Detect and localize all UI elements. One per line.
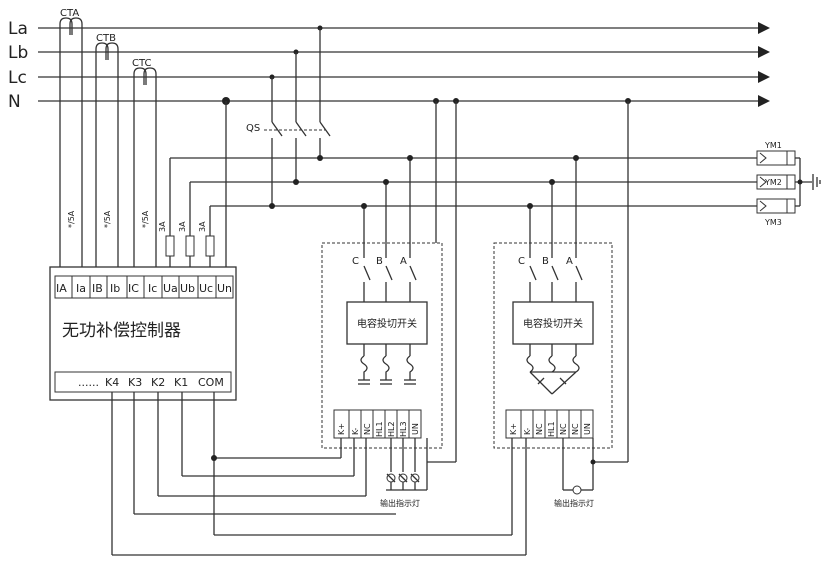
fuse-ub-rating: 3A xyxy=(178,221,187,232)
bus-label-la: La xyxy=(8,19,28,39)
switch-unit-1-title: 电容投切开关 xyxy=(357,317,417,330)
ct-b-coil xyxy=(95,42,119,60)
switch-unit-1-terminal-5: HL2 xyxy=(387,421,396,437)
switch-unit-2-terminal-7: UN xyxy=(583,423,592,435)
switch-unit-1-phase-c: C xyxy=(352,256,359,267)
bus-label-lb: Lb xyxy=(8,43,28,63)
bus-label-lc: Lc xyxy=(8,68,27,88)
terminal-ic: IC xyxy=(128,282,139,295)
ground-icon xyxy=(795,157,821,207)
switch-unit-2-capacitors xyxy=(526,344,580,395)
switch-unit-2-phase-b: B xyxy=(542,256,549,267)
terminal-uc: Uc xyxy=(199,282,213,295)
switch-unit-1-frame xyxy=(321,242,443,449)
switch-unit-1-capacitors xyxy=(358,344,416,385)
indicator-ym3-label: YM3 xyxy=(764,218,782,227)
terminal-ua: Ua xyxy=(163,282,178,295)
switch-unit-1-terminal-4: HL1 xyxy=(375,421,384,437)
ct-a-rating: */5A xyxy=(67,210,76,228)
indicator-ym1-label: YM1 xyxy=(764,141,782,150)
switch-unit-1-lamp-label: 输出指示灯 xyxy=(380,498,420,508)
terminal-ib: IB xyxy=(92,282,103,295)
output-k3: K3 xyxy=(128,376,142,389)
switch-unit-2-frame xyxy=(493,242,613,449)
bus-lc-arrow xyxy=(758,71,770,83)
switch-unit-1-module xyxy=(346,301,428,345)
switch-unit-1-terminal-2: K- xyxy=(351,428,360,435)
neutral-returns xyxy=(427,98,631,465)
switch-unit-2-module xyxy=(512,301,594,345)
switch-unit-2-lamp xyxy=(562,438,594,495)
output-k2: K2 xyxy=(151,376,165,389)
switch-unit-1-terminal-1: K+ xyxy=(337,423,346,435)
switch-unit-2-terminal-2: K- xyxy=(523,428,532,435)
fuse-uc-rating: 3A xyxy=(198,221,207,232)
bus-lb-arrow xyxy=(758,46,770,58)
output-com: COM xyxy=(198,376,224,389)
terminal-ub: Ub xyxy=(180,282,195,295)
ct-a-label: CTA xyxy=(60,8,79,19)
phase-feeders xyxy=(169,155,757,276)
switch-unit-1-phase-a: A xyxy=(400,256,407,267)
bus-la-arrow xyxy=(758,22,770,34)
ct-c-label: CTC xyxy=(132,58,152,69)
switch-unit-1-terminal-strip xyxy=(333,409,422,439)
ct-a-coil xyxy=(59,17,83,35)
switch-unit-2-terminal-3: NC xyxy=(535,423,544,435)
fuse-ua xyxy=(165,235,175,257)
indicator-ym2-label: YM2 xyxy=(764,178,782,187)
bus-lines xyxy=(38,22,770,107)
isolator-qs xyxy=(264,25,331,206)
ct-c-rating: */5A xyxy=(141,210,150,228)
switch-unit-2-terminal-4: HL1 xyxy=(547,421,556,437)
ct-b-rating: */5A xyxy=(103,210,112,228)
terminal-ic-return: Ic xyxy=(148,282,157,295)
switch-unit-1-terminal-3: NC xyxy=(363,423,372,435)
switch-unit-2-contacts xyxy=(527,155,583,302)
indicator-ym2 xyxy=(756,174,796,190)
switch-unit-1-contacts xyxy=(361,155,417,302)
switch-unit-2-lamp-label: 输出指示灯 xyxy=(554,498,594,508)
fuse-ua-rating: 3A xyxy=(158,221,167,232)
indicator-ym3 xyxy=(756,198,796,214)
control-wiring xyxy=(111,392,527,556)
switch-unit-2-terminal-5: NC xyxy=(559,423,568,435)
controller-output-strip xyxy=(54,371,232,393)
terminal-ia: IA xyxy=(56,282,67,295)
terminal-ia-return: Ia xyxy=(76,282,86,295)
switch-unit-1-terminal-7: UN xyxy=(411,423,420,435)
switch-unit-2-title: 电容投切开关 xyxy=(523,317,583,330)
bus-label-n: N xyxy=(8,92,21,112)
switch-unit-1-phase-b: B xyxy=(376,256,383,267)
output-ellipsis: ...... xyxy=(78,376,99,389)
controller-input-terminals xyxy=(54,275,234,299)
ct-b-label: CTB xyxy=(96,33,116,44)
switch-unit-1-terminal-6: HL3 xyxy=(399,421,408,437)
indicator-ym1 xyxy=(756,150,796,166)
isolator-label: QS xyxy=(246,123,260,134)
switch-unit-1-lamps xyxy=(386,438,428,491)
switch-unit-2-phase-a: A xyxy=(566,256,573,267)
switch-unit-2-terminal-strip xyxy=(505,409,594,439)
terminal-ib-return: Ib xyxy=(110,282,120,295)
fuse-ub xyxy=(185,235,195,257)
terminal-un: Un xyxy=(217,282,232,295)
ct-c-coil xyxy=(133,67,157,85)
output-k1: K1 xyxy=(174,376,188,389)
switch-unit-2-terminal-6: NC xyxy=(571,423,580,435)
bus-n-arrow xyxy=(758,95,770,107)
switch-unit-2-phase-c: C xyxy=(518,256,525,267)
fuse-uc xyxy=(205,235,215,257)
controller-title: 无功补偿控制器 xyxy=(62,321,181,341)
switch-unit-2-terminal-1: K+ xyxy=(509,423,518,435)
output-k4: K4 xyxy=(105,376,119,389)
ct-leads xyxy=(59,35,157,276)
